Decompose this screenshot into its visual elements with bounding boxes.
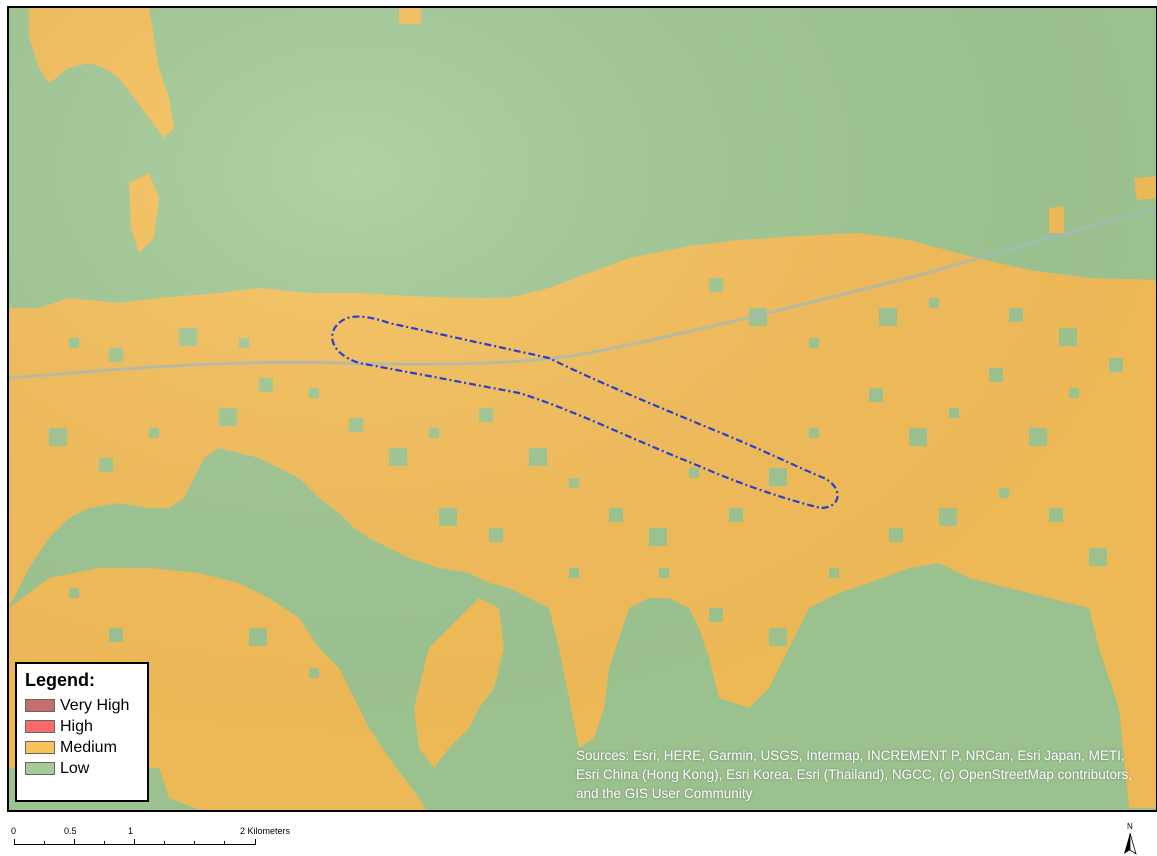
- scale-label-1: 1: [128, 826, 134, 836]
- legend-label-very-high: Very High: [60, 696, 130, 714]
- map-svg: [9, 8, 1156, 810]
- legend-label-low: Low: [60, 759, 90, 777]
- legend-label-medium: Medium: [60, 738, 117, 756]
- map-legend: Legend: Very High High Medium Low: [15, 662, 149, 802]
- legend-item-high: High: [25, 716, 139, 737]
- scale-tick: [104, 841, 105, 845]
- legend-swatch-low: [25, 762, 55, 775]
- study-area-outline: [331, 315, 839, 510]
- map-canvas[interactable]: Legend: Very High High Medium Low Source…: [7, 6, 1157, 812]
- map-attribution: Sources: Esri, HERE, Garmin, USGS, Inter…: [576, 748, 1132, 801]
- north-arrow: N: [1120, 822, 1146, 856]
- road-line: [9, 207, 1156, 380]
- scale-label-0: 0: [11, 826, 17, 836]
- legend-label-high: High: [60, 717, 93, 735]
- legend-item-medium: Medium: [25, 737, 139, 758]
- hillshade-overlay: [9, 8, 1156, 810]
- scale-label-2-km: 2 Kilometers: [240, 826, 291, 836]
- legend-item-low: Low: [25, 758, 139, 779]
- scale-tick: [14, 839, 15, 845]
- scale-bar: 0 0.5 1 2 Kilometers: [10, 826, 330, 854]
- scale-tick: [194, 841, 195, 845]
- north-arrow-icon: [1124, 832, 1137, 855]
- legend-swatch-high: [25, 720, 55, 733]
- legend-swatch-medium: [25, 741, 55, 754]
- north-label: N: [1127, 822, 1133, 831]
- scale-tick: [74, 839, 75, 845]
- legend-swatch-very-high: [25, 699, 55, 712]
- scale-tick: [224, 841, 225, 845]
- scale-tick: [164, 841, 165, 845]
- legend-title: Legend:: [25, 670, 95, 690]
- legend-item-very-high: Very High: [25, 695, 139, 716]
- scale-tick: [255, 839, 256, 845]
- scale-tick: [134, 839, 135, 845]
- scale-label-0-5: 0.5: [64, 826, 77, 836]
- scale-tick: [44, 841, 45, 845]
